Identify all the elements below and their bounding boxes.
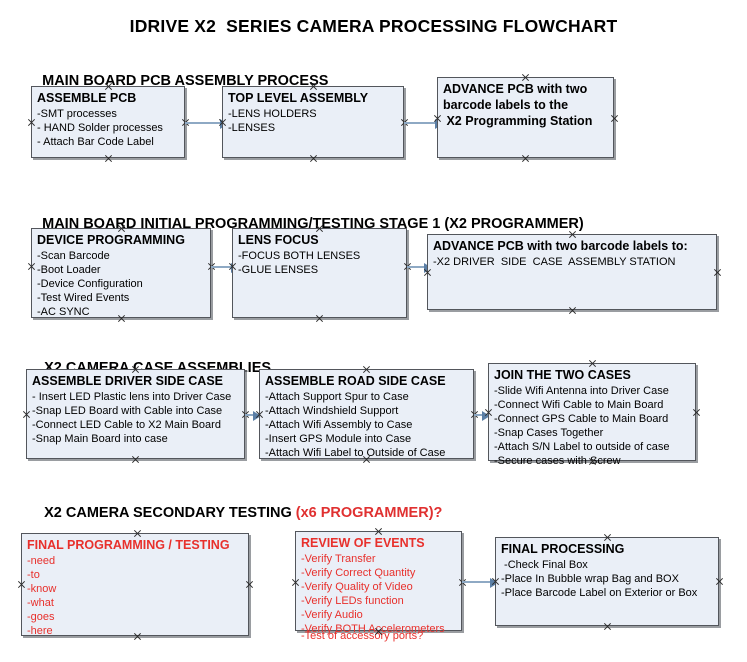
flow-box-final-processing[interactable]: FINAL PROCESSING -Check Final Box -Place… bbox=[495, 537, 719, 626]
flow-box-lens-focus[interactable]: LENS FOCUS -FOCUS BOTH LENSES -GLUE LENS… bbox=[232, 228, 407, 318]
flow-box-final-programming-testing[interactable]: FINAL PROGRAMMING / TESTING -need -to -k… bbox=[21, 533, 249, 637]
flow-box-line: -know bbox=[27, 583, 57, 595]
flow-box-title: DEVICE PROGRAMMING bbox=[37, 233, 185, 247]
flow-box-title: ASSEMBLE DRIVER SIDE CASE bbox=[32, 374, 224, 388]
flow-box-title: LENS FOCUS bbox=[238, 233, 319, 247]
flow-box-title: FINAL PROCESSING bbox=[501, 542, 625, 556]
section-heading-text: X2 CAMERA SECONDARY TESTING bbox=[44, 505, 296, 521]
flow-box-line: -Place Barcode Label on Exterior or Box bbox=[501, 587, 698, 599]
flow-box-title: TOP LEVEL ASSEMBLY bbox=[228, 91, 369, 105]
flow-box-line: -Verify LEDs function bbox=[301, 595, 404, 607]
flow-box-line: -Verify BOTH Accelerometers bbox=[301, 623, 445, 635]
flow-box-line: - HAND Solder processes bbox=[37, 122, 163, 134]
flow-box-title: ASSEMBLE ROAD SIDE CASE bbox=[265, 374, 446, 388]
flow-box-line: -Snap Main Board into case bbox=[32, 433, 168, 445]
flow-box-line: -Attach Windshield Support bbox=[265, 405, 399, 417]
flow-box-join-the-two-cases[interactable]: JOIN THE TWO CASES -Slide Wifi Antenna i… bbox=[488, 363, 696, 467]
section-heading-x2-camera-secondary-testing: X2 CAMERA SECONDARY TESTING (x6 PROGRAMM… bbox=[28, 489, 442, 537]
section-heading-accent: (x6 PROGRAMMER)? bbox=[295, 505, 443, 521]
flow-box-line: -Snap Cases Together bbox=[494, 427, 604, 439]
flow-box-line: -Attach S/N Label to outside of case bbox=[494, 441, 670, 453]
flow-box-title: ASSEMBLE PCB bbox=[37, 91, 137, 105]
flow-box-line: -GLUE LENSES bbox=[238, 264, 319, 276]
connector-arrowhead bbox=[482, 411, 490, 421]
flow-box-device-programming[interactable]: DEVICE PROGRAMMING -Scan Barcode -Boot L… bbox=[31, 228, 211, 318]
connector-line bbox=[211, 266, 234, 268]
flow-box-line: -need bbox=[27, 555, 56, 567]
section-heading-main-board-pcb-assembly: MAIN BOARD PCB ASSEMBLY PROCESS bbox=[26, 57, 328, 105]
connector-line bbox=[404, 122, 438, 124]
connector-arrowhead bbox=[490, 578, 498, 588]
connector-line bbox=[462, 581, 494, 583]
flow-box-line: -Place In Bubble wrap Bag and BOX bbox=[501, 573, 679, 585]
flow-box-line: -Connect GPS Cable to Main Board bbox=[494, 413, 669, 425]
flow-box-line: -Scan Barcode bbox=[37, 250, 110, 262]
connector-line bbox=[245, 414, 260, 416]
flow-box-overflow-line: -Test of accessory ports? bbox=[301, 630, 424, 642]
flow-box-top-level-assembly[interactable]: TOP LEVEL ASSEMBLY -LENS HOLDERS -LENSES bbox=[222, 86, 404, 158]
connector-line bbox=[407, 266, 427, 268]
connector-line bbox=[185, 122, 223, 124]
flow-box-line: -Attach Support Spur to Case bbox=[265, 391, 409, 403]
flow-box-line: -AC SYNC bbox=[37, 306, 90, 318]
flow-box-title: ADVANCE PCB with two barcode labels to: bbox=[433, 239, 688, 253]
flow-box-line: -X2 DRIVER SIDE CASE ASSEMBLY STATION bbox=[433, 256, 676, 268]
flow-box-line: -Test Wired Events bbox=[37, 292, 130, 304]
connector-arrowhead bbox=[253, 411, 261, 421]
flow-box-advance-pcb-programming-station[interactable]: ADVANCE PCB with two barcode labels to t… bbox=[437, 77, 614, 158]
flow-box-line: -to bbox=[27, 569, 40, 581]
flow-box-line: -Insert GPS Module into Case bbox=[265, 433, 412, 445]
flow-box-line: barcode labels to the bbox=[443, 98, 569, 112]
flow-box-line: -SMT processes bbox=[37, 108, 117, 120]
flow-box-line: -Boot Loader bbox=[37, 264, 101, 276]
flow-box-line: -Slide Wifi Antenna into Driver Case bbox=[494, 385, 669, 397]
flow-box-assemble-road-side-case[interactable]: ASSEMBLE ROAD SIDE CASE -Attach Support … bbox=[259, 369, 474, 459]
flow-box-line: -Device Configuration bbox=[37, 278, 143, 290]
flow-box-line: - Attach Bar Code Label bbox=[37, 136, 154, 148]
flow-box-line: -Verify Audio bbox=[301, 609, 363, 621]
flow-box-title: FINAL PROGRAMMING / TESTING bbox=[27, 538, 230, 552]
section-heading-text: MAIN BOARD PCB ASSEMBLY PROCESS bbox=[42, 73, 329, 89]
flow-box-line: -FOCUS BOTH LENSES bbox=[238, 250, 361, 262]
flow-box-line: -LENSES bbox=[228, 122, 276, 134]
flow-box-line: -Verify Transfer bbox=[301, 553, 376, 565]
flow-box-line: -Snap LED Board with Cable into Case bbox=[32, 405, 223, 417]
flow-box-line: -Connect Wifi Cable to Main Board bbox=[494, 399, 664, 411]
flow-box-line: X2 Programming Station bbox=[443, 114, 593, 128]
flow-box-assemble-pcb[interactable]: ASSEMBLE PCB -SMT processes - HAND Solde… bbox=[31, 86, 185, 158]
flow-box-title: JOIN THE TWO CASES bbox=[494, 368, 631, 382]
flow-box-line: -LENS HOLDERS bbox=[228, 108, 317, 120]
flow-box-line: -Verify Correct Quantity bbox=[301, 567, 416, 579]
flow-box-assemble-driver-side-case[interactable]: ASSEMBLE DRIVER SIDE CASE - Insert LED P… bbox=[26, 369, 245, 459]
flow-box-line: -what bbox=[27, 597, 54, 609]
flow-box-line: -Attach Wifi Label to Outside of Case bbox=[265, 447, 446, 459]
flow-box-line: -Check Final Box bbox=[501, 559, 588, 571]
flow-box-line: -goes bbox=[27, 611, 55, 623]
flow-box-line: -Connect LED Cable to X2 Main Board bbox=[32, 419, 221, 431]
flow-box-line: -Verify Quality of Video bbox=[301, 581, 413, 593]
flow-box-line: -Secure cases with Screw bbox=[494, 455, 621, 467]
flow-box-line: -Attach Wifi Assembly to Case bbox=[265, 419, 413, 431]
page-title: IDRIVE X2 SERIES CAMERA PROCESSING FLOWC… bbox=[129, 16, 618, 36]
flow-box-review-of-events[interactable]: REVIEW OF EVENTS -Verify Transfer -Verif… bbox=[295, 531, 462, 642]
flow-box-title: REVIEW OF EVENTS bbox=[301, 536, 425, 550]
flow-box-line: - Insert LED Plastic lens into Driver Ca… bbox=[32, 391, 232, 403]
flow-box-advance-pcb-driver-side-case[interactable]: ADVANCE PCB with two barcode labels to: … bbox=[427, 234, 717, 310]
flow-box-title: ADVANCE PCB with two bbox=[443, 82, 588, 96]
flow-box-line: -here bbox=[27, 625, 53, 637]
